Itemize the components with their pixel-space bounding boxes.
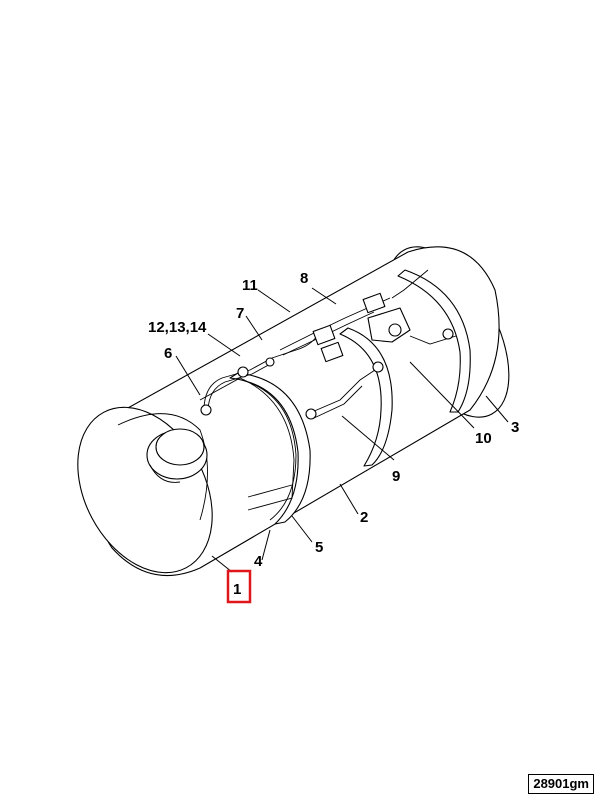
callout-1[interactable]: 1: [233, 581, 241, 598]
callout-3[interactable]: 3: [511, 419, 519, 436]
callout-labels: 1 2 3 4 5 6 7 8 9 10 11 12,13,14: [148, 270, 519, 604]
callout-8[interactable]: 8: [300, 270, 308, 287]
callout-6[interactable]: 6: [164, 345, 172, 362]
callout-5[interactable]: 5: [315, 539, 323, 556]
muffler-assembly: [77, 246, 510, 577]
callout-10[interactable]: 10: [475, 430, 492, 447]
callout-7[interactable]: 7: [236, 305, 244, 322]
callout-2[interactable]: 2: [360, 509, 368, 526]
callout-4[interactable]: 4: [254, 553, 263, 570]
callout-1-highlight-box: [226, 569, 252, 604]
callout-12-13-14[interactable]: 12,13,14: [148, 319, 207, 336]
callout-11[interactable]: 11: [242, 277, 258, 294]
leader-lines: [175, 287, 509, 573]
figure-reference-code: 28901gm: [528, 774, 594, 794]
callout-9[interactable]: 9: [392, 468, 400, 485]
